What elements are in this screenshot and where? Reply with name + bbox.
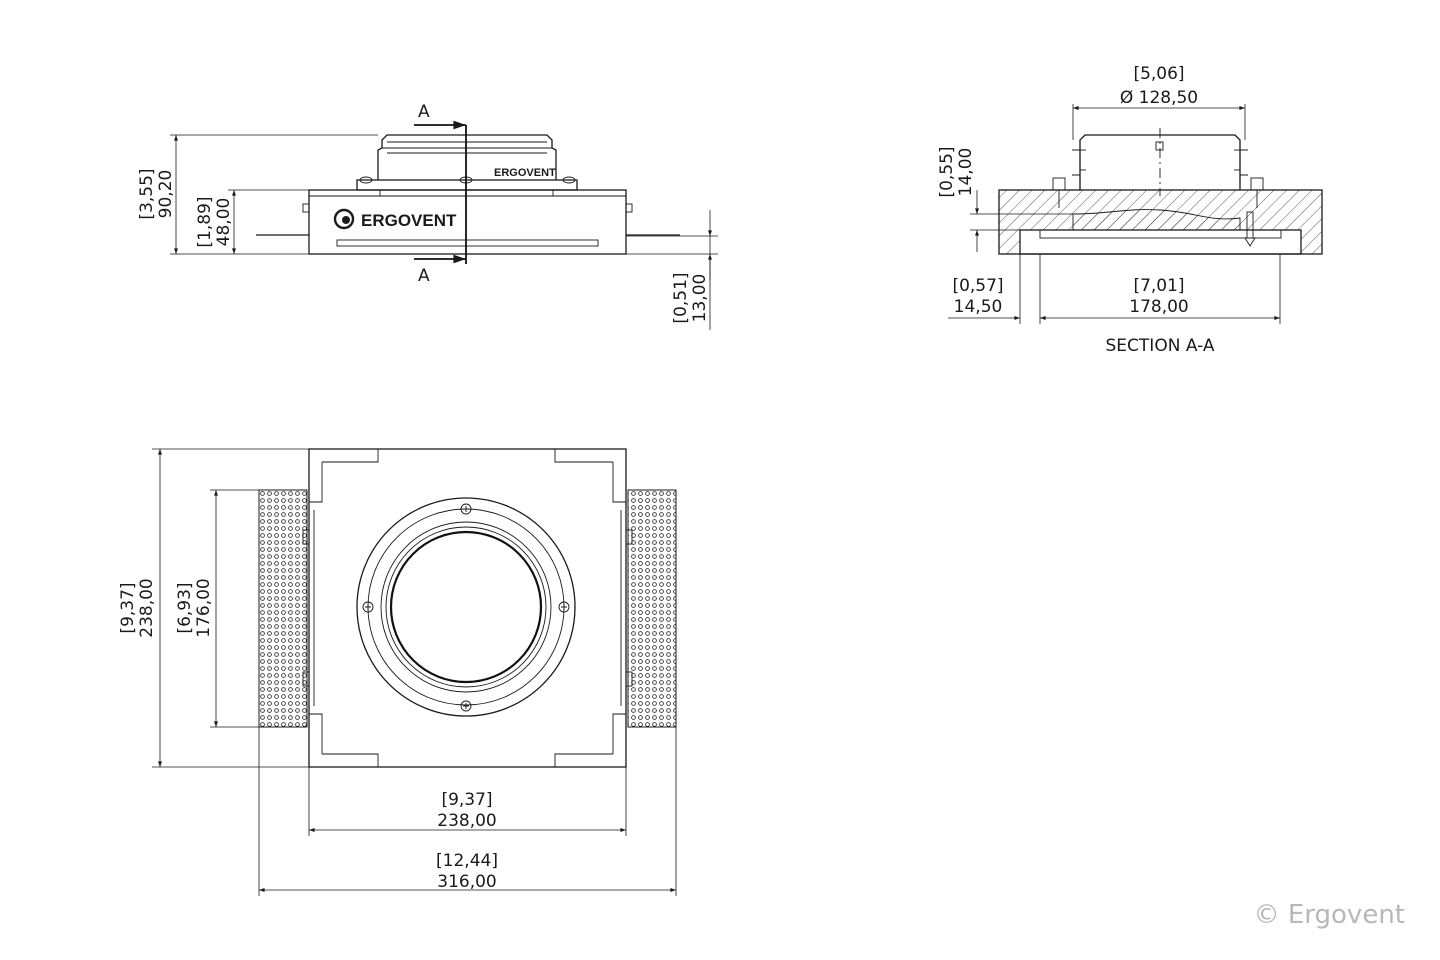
collar-ring (356, 497, 576, 717)
dim-collar-diameter-inch: [5,06] (1133, 64, 1184, 84)
top-view (258, 448, 677, 768)
section-caption: SECTION A-A (1106, 336, 1215, 356)
ring-screws (362, 503, 570, 712)
dim-plate-depth-inch: [0,55] (937, 146, 957, 197)
dim-box-height-inch: [9,37] (118, 582, 138, 633)
dim-total-height-mm: 90,20 (156, 170, 176, 219)
dim-rim-mm: 14,50 (954, 297, 1003, 317)
dim-box-width-mm: 238,00 (437, 811, 496, 831)
dim-flange-offset-mm: 13,00 (690, 274, 710, 323)
body-brand-label: ERGOVENT (361, 211, 457, 230)
section-view: SECTION A-A (998, 128, 1323, 356)
dim-opening-inch: [7,01] (1133, 276, 1184, 296)
dim-grille-height-inch: [6,93] (175, 582, 195, 633)
grille-left (258, 489, 308, 728)
ergovent-logo: ERGOVENT (333, 208, 457, 230)
section-marker-bottom: A (418, 266, 430, 286)
grille-right (627, 489, 677, 728)
dim-opening-mm: 178,00 (1129, 297, 1188, 317)
dim-overall-width-inch: [12,44] (436, 851, 498, 871)
copyright-watermark: © Ergovent (1254, 900, 1405, 930)
slot (336, 239, 599, 247)
dim-body-height-inch: [1,89] (195, 196, 215, 247)
dim-total-height-inch: [3,55] (137, 168, 157, 219)
plenum-body (308, 189, 627, 255)
dim-collar-diameter-mm: Ø 128,50 (1120, 88, 1198, 108)
dim-box-width-inch: [9,37] (441, 790, 492, 810)
dim-body-height-mm: 48,00 (214, 198, 234, 247)
collar-brand-label: ERGOVENT (494, 167, 556, 179)
dim-box-height-mm: 238,00 (137, 578, 157, 637)
dim-overall-width-mm: 316,00 (437, 872, 496, 892)
section-dimensions: [5,06] Ø 128,50 [0,55] 14,00 [0,57] 14,5… (937, 64, 1281, 324)
front-dimensions: [3,55] 90,20 [1,89] 48,00 [0,51] 13,00 (137, 134, 718, 330)
dim-flange-offset-inch: [0,51] (671, 272, 691, 323)
front-view: ERGOVENT ERGOVENT A A (256, 102, 680, 286)
box-outline (308, 448, 627, 768)
section-screws (1052, 177, 1264, 247)
top-dimensions: [9,37] 238,00 [6,93] 176,00 [9,37] 238,0… (118, 448, 677, 896)
dim-grille-height-mm: 176,00 (194, 578, 214, 637)
dim-plate-depth-mm: 14,00 (956, 148, 976, 197)
section-marker-top: A (418, 102, 430, 122)
dim-rim-inch: [0,57] (952, 276, 1003, 296)
